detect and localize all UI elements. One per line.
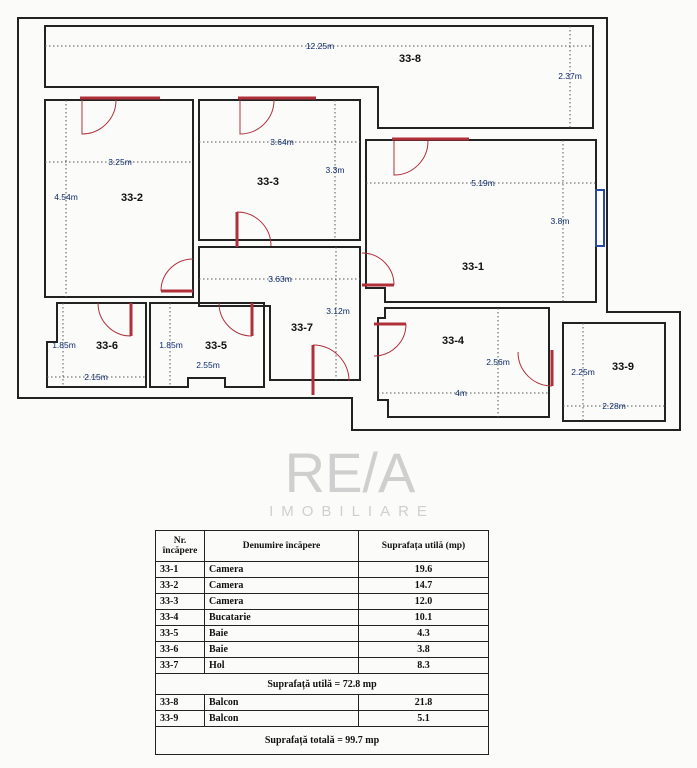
room-label-33-4: 33-4 [442,335,465,347]
cell-name: Camera [204,593,359,610]
room-33-5-outline [149,302,265,388]
cell-area: 4.3 [358,625,489,642]
dim-label: 1.85m [52,340,76,350]
room-33-6-outline [46,302,147,388]
cell-area: 19.6 [358,561,489,578]
cell-area: 12.0 [358,593,489,610]
watermark-text: IMOBILIARE [269,503,435,520]
header-name: Denumire încăpere [204,530,359,562]
dim-label: 2.55m [196,360,220,370]
cell-nr: 33-1 [155,561,205,578]
cell-area: 3.8 [358,641,489,658]
total-row: Suprafață totală = 99.7 mp [155,726,489,755]
window [595,189,605,247]
room-33-9-outline [562,322,666,422]
dim-label: 4m [455,388,467,398]
cell-name: Baie [204,625,359,642]
cell-name: Hol [204,657,359,674]
dim-label: 2.56m [486,357,510,367]
doors [80,96,554,395]
dim-label: 3.25m [108,157,132,167]
room-label-33-8: 33-8 [399,53,421,65]
room-label-33-9: 33-9 [612,361,634,373]
cell-name: Baie [204,641,359,658]
cell-nr: 33-3 [155,593,205,610]
room-33-8-outline [44,25,594,129]
room-label-33-6: 33-6 [96,340,118,352]
cell-nr: 33-8 [155,694,205,711]
room-33-2-outline [44,99,194,298]
cell-area: 10.1 [358,609,489,626]
dim-label: 3.8m [551,216,570,226]
room-33-3-outline [198,99,361,241]
cell-name: Balcon [204,694,359,711]
room-33-4-outline [377,307,550,418]
cell-name: Balcon [204,710,359,727]
dim-label: 2.28m [602,401,626,411]
cell-nr: 33-2 [155,577,205,594]
cell-area: 21.8 [358,694,489,711]
subtotal-text: Suprafață utilă = 72.8 mp [155,673,489,695]
dim-label: 2.15m [84,372,108,382]
outer-wall [17,17,681,431]
cell-nr: 33-4 [155,609,205,626]
room-label-33-2: 33-2 [121,192,143,204]
header-nr: Nr. încăpere [155,530,205,562]
dim-label: 3.3m [326,165,345,175]
dimension-lines [45,26,665,421]
dimension-labels: 12.25m 2.37m 3.25m 4.54m 3.64m 3.3m 5.19… [52,41,626,411]
area-table: Nr. încăpere Denumire încăpere Suprafața… [155,530,489,755]
cell-area: 14.7 [358,577,489,594]
dim-label: 2.25m [571,367,595,377]
room-33-7-outline [198,246,361,381]
total-text: Suprafață totală = 99.7 mp [155,726,489,755]
room-label-33-7: 33-7 [291,322,313,334]
room-label-33-5: 33-5 [205,340,227,352]
subtotal-row: Suprafață utilă = 72.8 mp [155,673,489,695]
room-labels: 33-1 33-2 33-3 33-4 33-5 33-6 33-7 33-8 … [96,53,634,373]
dim-label: 3.12m [326,306,350,316]
cell-nr: 33-7 [155,657,205,674]
cell-area: 5.1 [358,710,489,727]
watermark-logo: RE/A [285,441,416,504]
cell-name: Camera [204,561,359,578]
dim-label: 12.25m [306,41,334,51]
cell-nr: 33-9 [155,710,205,727]
dim-label: 4.54m [54,192,78,202]
cell-nr: 33-6 [155,641,205,658]
cell-name: Camera [204,577,359,594]
dim-label: 1.85m [159,340,183,350]
floor-plan: RE/A IMOBILIARE 33-1 33-2 33-3 [17,17,681,520]
room-label-33-1: 33-1 [462,261,484,273]
dim-label: 3.63m [268,274,292,284]
room-label-33-3: 33-3 [257,176,279,188]
dim-label: 5.19m [471,178,495,188]
cell-area: 8.3 [358,657,489,674]
dim-label: 3.64m [270,137,294,147]
table-header: Nr. încăpere Denumire încăpere Suprafața… [155,530,489,562]
header-area: Suprafața utilă (mp) [358,530,489,562]
cell-name: Bucatarie [204,609,359,626]
dim-label: 2.37m [558,71,582,81]
cell-nr: 33-5 [155,625,205,642]
room-33-1-outline [365,139,597,303]
